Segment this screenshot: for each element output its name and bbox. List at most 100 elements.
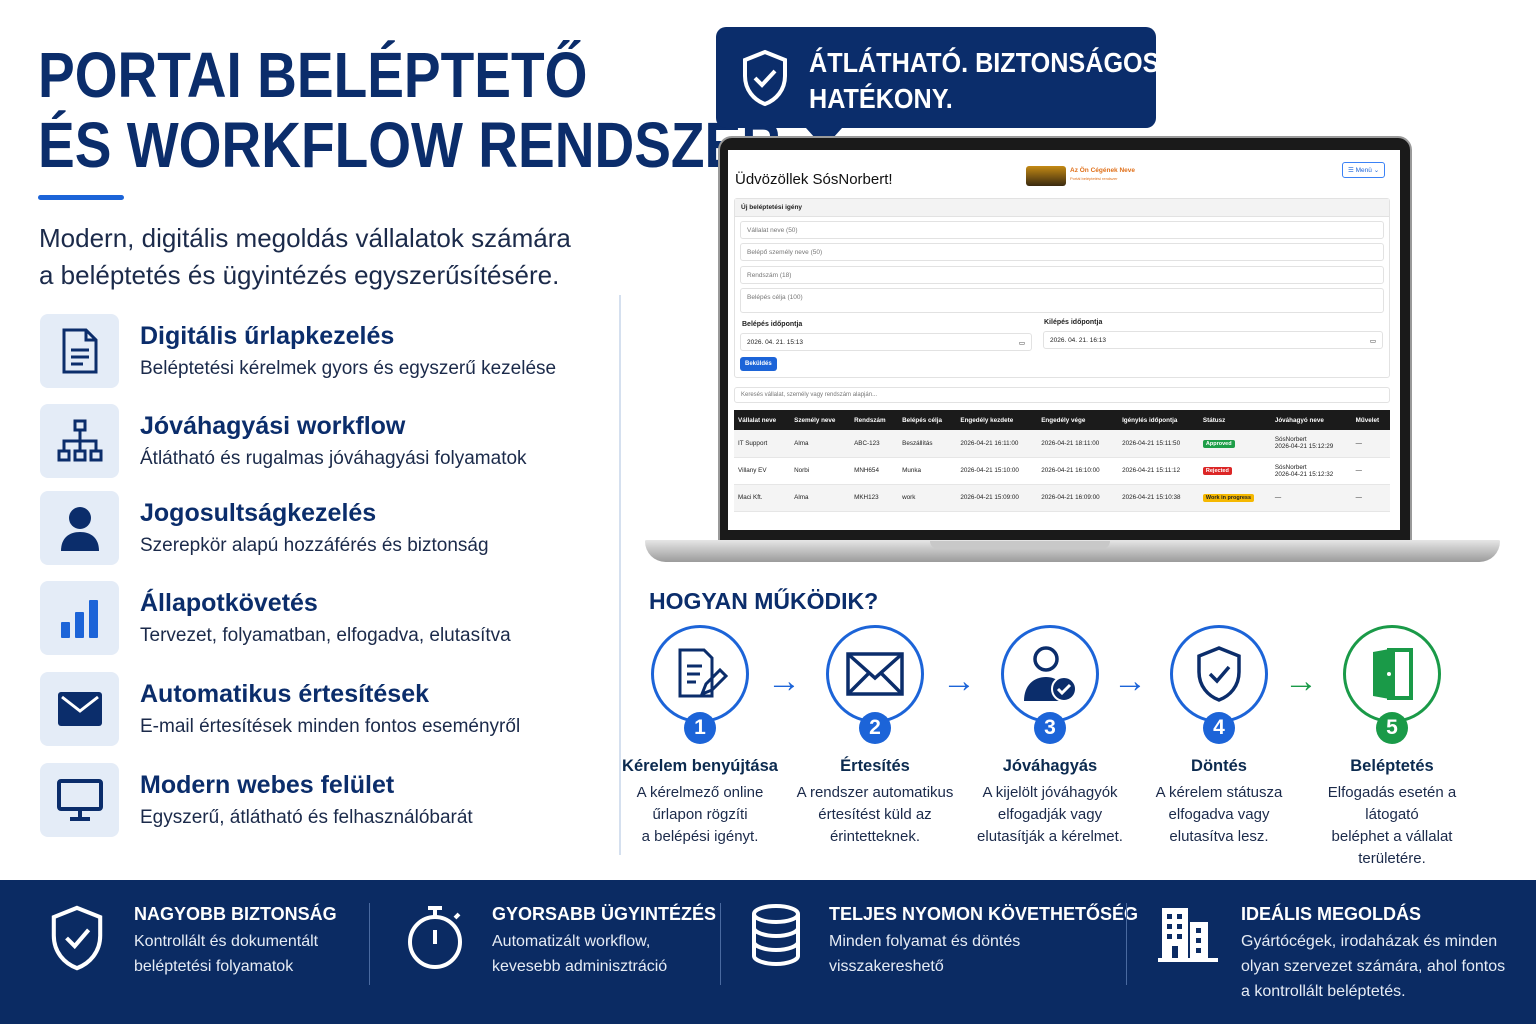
cell-company: Villany EV bbox=[734, 457, 791, 485]
step-line: értesítést küld az bbox=[818, 806, 932, 823]
menu-button[interactable]: ☰ Menü ⌄ bbox=[1342, 162, 1386, 178]
cell-company: IT Support bbox=[734, 430, 791, 458]
feature-subtitle: Tervezet, folyamatban, elfogadva, elutas… bbox=[140, 625, 511, 646]
exit-value: 2026. 04. 21. 16:13 bbox=[1050, 337, 1107, 344]
tagline-bubble: ÁTLÁTHATÓ. BIZTONSÁGOS.HATÉKONY. bbox=[716, 27, 1166, 148]
user-check-icon bbox=[1001, 625, 1099, 723]
building-icon bbox=[1158, 904, 1218, 967]
org-chart-icon bbox=[40, 404, 119, 478]
cell-action[interactable]: — bbox=[1351, 430, 1390, 458]
exit-datetime-input[interactable]: 2026. 04. 21. 16:13 ▭ bbox=[1043, 331, 1383, 349]
calendar-icon[interactable]: ▭ bbox=[1369, 338, 1376, 345]
intro-text: Modern, digitális megoldás vállalatok sz… bbox=[39, 220, 619, 294]
step-number: 2 bbox=[859, 712, 891, 744]
cell-plate: MNH654 bbox=[850, 457, 899, 485]
company-input[interactable]: Vállalat neve (50) bbox=[740, 221, 1384, 239]
approved-at: 2026-04-21 15:12:29 bbox=[1274, 443, 1334, 451]
person-input[interactable]: Belépő személy neve (50) bbox=[740, 243, 1384, 261]
step-title: Döntés bbox=[1191, 757, 1247, 775]
arrow-icon: → bbox=[1284, 662, 1318, 700]
search-input[interactable]: Keresés vállalat, személy vagy rendszám … bbox=[734, 387, 1390, 403]
step-number: 5 bbox=[1376, 712, 1408, 744]
entry-datetime-input[interactable]: 2026. 04. 21. 15:13▭ bbox=[740, 333, 1032, 351]
page-title-line2: ÉS WORKFLOW RENDSZER bbox=[38, 109, 782, 181]
arrow-icon: → bbox=[942, 662, 976, 700]
benefit-title: GYORSABB ÜGYINTÉZÉS bbox=[492, 904, 717, 924]
feature-subtitle: Átlátható és rugalmas jóváhagyási folyam… bbox=[140, 448, 527, 469]
column-header[interactable]: Engedély vége bbox=[1037, 410, 1119, 430]
step-title: Beléptetés bbox=[1350, 757, 1434, 775]
feature-title: Jóváhagyási workflow bbox=[140, 412, 406, 440]
submit-button[interactable]: Beküldés bbox=[740, 357, 777, 371]
cell-status: Work in progress bbox=[1198, 484, 1271, 512]
status-badge: Rejected bbox=[1202, 467, 1232, 475]
envelope-icon bbox=[40, 672, 119, 746]
column-header[interactable]: Rendszám bbox=[850, 410, 899, 430]
page-title-line1: PORTAI BELÉPTETŐ bbox=[38, 39, 588, 111]
plate-input[interactable]: Rendszám (18) bbox=[740, 266, 1384, 284]
divider bbox=[1126, 903, 1127, 985]
feature-title: Automatikus értesítések bbox=[140, 680, 430, 708]
step-line: beléphet a vállalat bbox=[1331, 828, 1453, 845]
column-header[interactable]: Vállalat neve bbox=[734, 410, 791, 430]
app-screen: Üdvözöllek SósNorbert! Az Ön Cégének Nev… bbox=[728, 150, 1400, 530]
step-number: 3 bbox=[1034, 712, 1066, 744]
step-line: elutasítva lesz. bbox=[1169, 828, 1269, 845]
intro-line: a beléptetés és ügyintézés egyszerűsítés… bbox=[39, 260, 560, 290]
column-header[interactable]: Belépés célja bbox=[898, 410, 957, 430]
approved-at: 2026-04-21 15:12:32 bbox=[1274, 470, 1334, 478]
cell-purpose: work bbox=[898, 484, 957, 512]
logo-tagline: Portál beléptetési rendszer bbox=[1070, 176, 1118, 181]
cell-requested: 2026-04-21 15:10:38 bbox=[1118, 484, 1199, 512]
cell-person: Norbi bbox=[790, 457, 851, 485]
column-header[interactable]: Személy neve bbox=[790, 410, 851, 430]
calendar-icon[interactable]: ▭ bbox=[1018, 340, 1025, 347]
cell-end: 2026-04-21 16:10:00 bbox=[1037, 457, 1119, 485]
column-header[interactable]: Engedély kezdete bbox=[956, 410, 1038, 430]
column-header[interactable]: Státusz bbox=[1198, 410, 1271, 430]
purpose-textarea[interactable]: Belépés célja (100) bbox=[740, 288, 1384, 313]
divider bbox=[369, 903, 370, 985]
step-line: űrlapon rögzíti bbox=[652, 806, 748, 823]
step-description: Elfogadás esetén a látogató beléphet a vá… bbox=[1302, 782, 1482, 870]
column-header[interactable]: Jóváhagyó neve bbox=[1270, 410, 1352, 430]
benefit-title: IDEÁLIS MEGOLDÁS bbox=[1241, 904, 1422, 924]
cell-purpose: Munka bbox=[898, 457, 957, 485]
cell-end: 2026-04-21 18:11:00 bbox=[1037, 430, 1119, 458]
approver-name: SósNorbert bbox=[1274, 436, 1307, 444]
cell-start: 2026-04-21 16:11:00 bbox=[956, 430, 1038, 458]
approver-name: — bbox=[1274, 494, 1282, 501]
accent-bar bbox=[38, 195, 124, 200]
cell-requested: 2026-04-21 15:11:12 bbox=[1118, 457, 1199, 485]
benefit-title: NAGYOBB BIZTONSÁG bbox=[134, 904, 337, 924]
step-line: elutasítják a kérelmet. bbox=[977, 828, 1123, 845]
step-title: Kérelem benyújtása bbox=[622, 757, 778, 775]
laptop-base bbox=[645, 540, 1500, 562]
column-header[interactable]: Művelet bbox=[1351, 410, 1390, 430]
step-title: Jóváhagyás bbox=[1002, 757, 1098, 775]
step-number: 1 bbox=[684, 712, 716, 744]
cell-end: 2026-04-21 16:09:00 bbox=[1037, 484, 1119, 512]
step-line: Elfogadás esetén a látogató bbox=[1327, 784, 1457, 823]
logo-name: Az Ön Cégének Neve bbox=[1070, 167, 1136, 174]
column-header[interactable]: Igénylés időpontja bbox=[1118, 410, 1199, 430]
cell-action[interactable]: — bbox=[1351, 484, 1390, 512]
cell-action[interactable]: — bbox=[1351, 457, 1390, 485]
